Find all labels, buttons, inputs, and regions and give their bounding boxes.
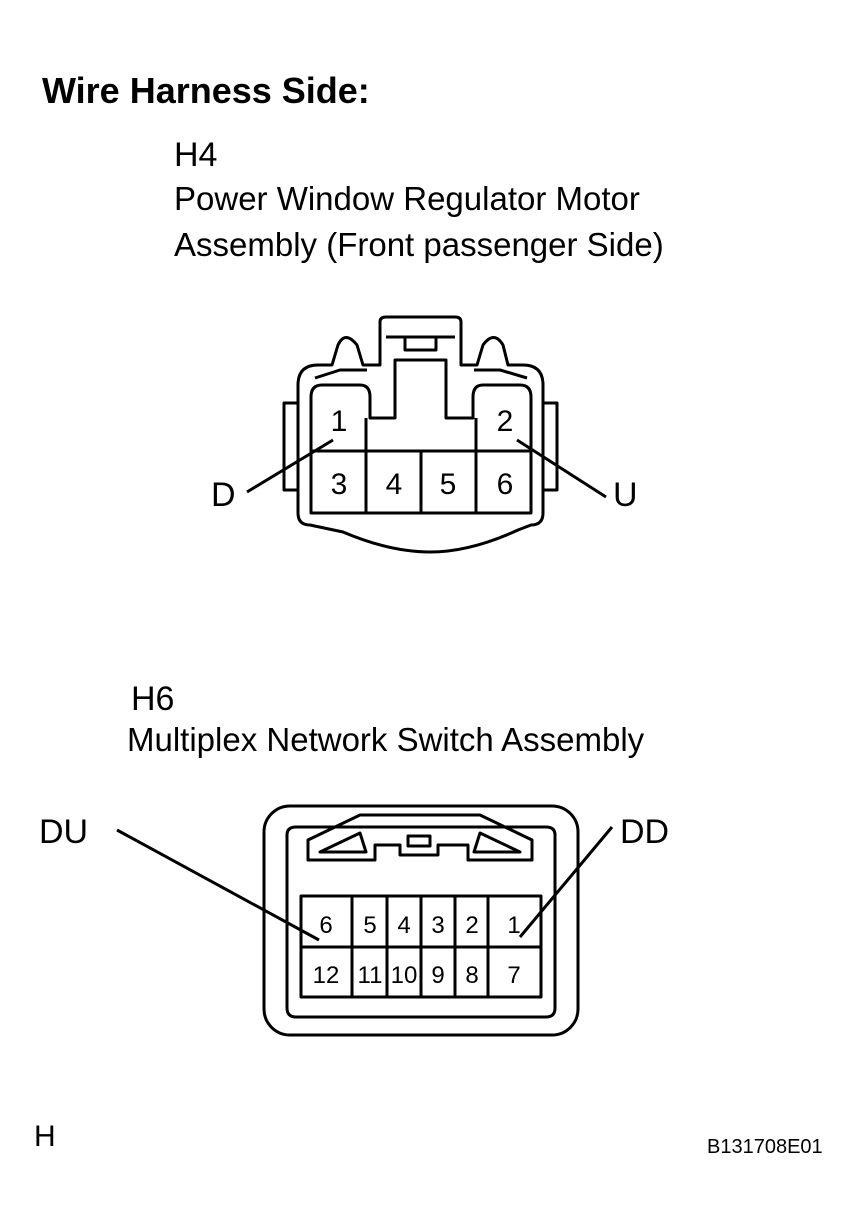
h4-cavity [309, 358, 533, 515]
h6-housing-outer [262, 804, 580, 1037]
h6-pin-6: 6 [319, 912, 332, 939]
h4-left-ear [282, 401, 300, 492]
h4-latch [386, 335, 455, 352]
h4-pin-4: 4 [386, 468, 403, 501]
h6-pin-4: 4 [397, 912, 410, 939]
h4-name-line-1: Power Window Regulator Motor [174, 180, 640, 217]
h6-signal-du: DU [39, 813, 88, 851]
h4-pin-5: 5 [440, 468, 457, 501]
h6-latch-right-slot [472, 831, 522, 854]
h4-pin-6: 6 [497, 468, 514, 501]
h4-pin-1: 1 [331, 405, 348, 438]
h4-housing [296, 315, 545, 554]
h4-right-ear [541, 401, 559, 492]
diagram-heading: Wire Harness Side: [42, 70, 370, 111]
h6-pin-12: 12 [313, 962, 340, 989]
h6-signal-dd: DD [620, 813, 669, 851]
h4-connector-drawing [246, 315, 607, 554]
h4-leader-d [246, 438, 334, 494]
h4-pin-labels: 1 2 3 4 5 6 [331, 405, 514, 501]
h6-latch-center [406, 834, 432, 848]
h4-connector-name: Power Window Regulator Motor Assembly (F… [174, 176, 664, 268]
h6-leader-dd [518, 826, 614, 938]
h4-connector-code: H4 [174, 136, 218, 174]
h6-connector-name: Multiplex Network Switch Assembly [127, 721, 645, 758]
h6-latch-left-slot [318, 831, 368, 854]
h6-pin-10: 10 [391, 962, 418, 989]
h4-signal-u: U [613, 476, 638, 514]
h6-pin-2: 2 [465, 912, 478, 939]
h4-pin-2: 2 [497, 405, 514, 438]
h6-pin-7: 7 [507, 962, 520, 989]
h6-pin-5: 5 [363, 912, 376, 939]
h6-latch [306, 813, 534, 862]
h6-pin-labels: 1 2 3 4 5 6 7 8 9 10 11 12 [313, 912, 521, 989]
h4-signal-d: D [211, 476, 236, 514]
h6-pin-8: 8 [465, 962, 478, 989]
h4-name-line-2: Assembly (Front passenger Side) [174, 226, 664, 263]
h4-pin-3: 3 [331, 468, 348, 501]
h6-leader-du [116, 828, 320, 942]
h6-connector-code: H6 [131, 680, 175, 718]
h6-housing-inner [285, 825, 557, 1019]
h6-pin-3: 3 [431, 912, 444, 939]
footer-left-label: H [34, 1120, 56, 1153]
h4-leader-u [516, 438, 607, 499]
figure-id: B131708E01 [707, 1136, 823, 1158]
h4-lock-tabs [314, 368, 528, 380]
h6-pin-1: 1 [507, 912, 520, 939]
h6-pin-9: 9 [431, 962, 444, 989]
h6-pin-11: 11 [358, 962, 383, 989]
h6-connector-drawing [116, 804, 614, 1037]
